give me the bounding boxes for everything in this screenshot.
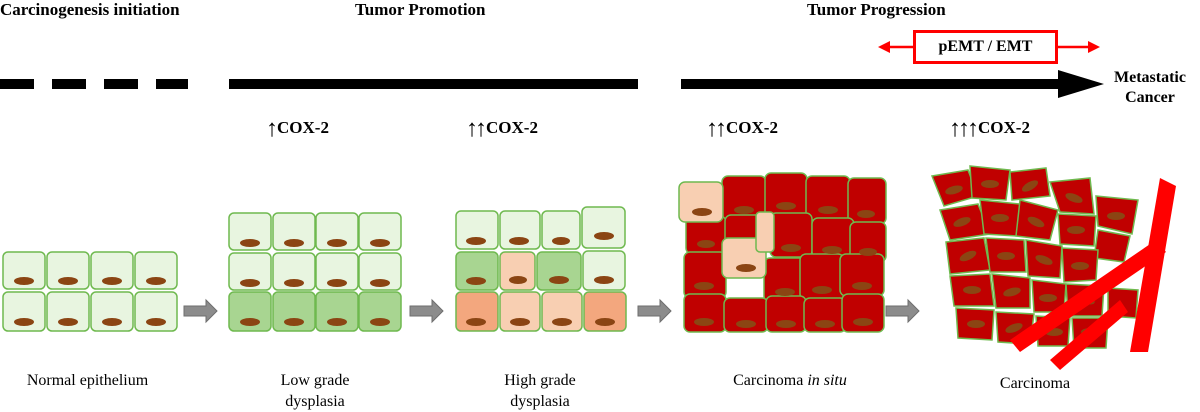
up-arrow-icon: ↑	[266, 116, 278, 142]
up-arrow-icon: ↑↑↑	[949, 116, 979, 142]
metastatic-line-1: Metastatic	[1114, 69, 1186, 86]
carcinoma-in-situ-cells	[678, 172, 887, 333]
vessel-vertical	[1130, 178, 1176, 352]
low-grade-dysplasia-cells	[228, 212, 402, 332]
normal-epithelium-cells	[2, 251, 178, 332]
cox2-level-4: ↑↑↑COX-2	[949, 116, 1030, 143]
caption-high-grade: High grade dysplasia	[475, 370, 605, 412]
initiation-dashed-line	[0, 79, 188, 89]
flow-arrow-2-icon	[409, 298, 444, 324]
caption-high-grade-line-1: High grade	[504, 372, 576, 389]
flow-arrow-4-icon	[885, 298, 920, 324]
stage-promotion-label: Tumor Promotion	[355, 0, 486, 19]
cox2-level-3: ↑↑COX-2	[706, 116, 778, 143]
caption-low-grade: Low grade dysplasia	[250, 370, 380, 412]
up-arrow-icon: ↑↑	[466, 116, 487, 142]
cox2-label: COX-2	[277, 118, 329, 137]
metastatic-line-2: Cancer	[1125, 89, 1175, 106]
cox2-label: COX-2	[726, 118, 778, 137]
caption-carcinoma: Carcinoma	[999, 375, 1071, 392]
promotion-timeline	[229, 79, 638, 89]
up-arrow-icon: ↑↑	[706, 116, 727, 142]
progression-arrowhead-icon	[1058, 70, 1104, 98]
caption-normal-epithelium: Normal epithelium	[26, 372, 149, 389]
caption-low-grade-line-2: dysplasia	[285, 393, 345, 410]
vessel-lower	[1050, 300, 1128, 370]
cox2-label: COX-2	[486, 118, 538, 137]
cox2-level-2: ↑↑COX-2	[466, 116, 538, 143]
metastatic-cancer-label: Metastatic Cancer	[1100, 68, 1200, 108]
high-grade-dysplasia-cells	[455, 206, 627, 332]
caption-cis-italic: in situ	[807, 372, 847, 389]
flow-arrow-1-icon	[183, 298, 218, 324]
stage-progression-label: Tumor Progression	[807, 0, 946, 19]
cox2-level-1: ↑COX-2	[266, 116, 329, 143]
caption-cis-main: Carcinoma	[733, 372, 808, 389]
emt-double-arrow-icon	[878, 41, 1100, 53]
flow-arrow-3-icon	[637, 298, 672, 324]
vessel-branch	[1010, 240, 1166, 352]
blood-vessels	[1010, 178, 1176, 370]
emt-box: pEMT / EMT	[913, 30, 1058, 64]
progression-timeline	[681, 79, 1061, 89]
caption-low-grade-line-1: Low grade	[280, 372, 350, 389]
flow-arrows	[183, 298, 920, 324]
caption-high-grade-line-2: dysplasia	[510, 393, 570, 410]
stage-initiation-label: Carcinogenesis initiation	[0, 0, 180, 19]
cox2-label: COX-2	[978, 118, 1030, 137]
caption-carcinoma-in-situ: Carcinoma in situ	[700, 370, 880, 391]
